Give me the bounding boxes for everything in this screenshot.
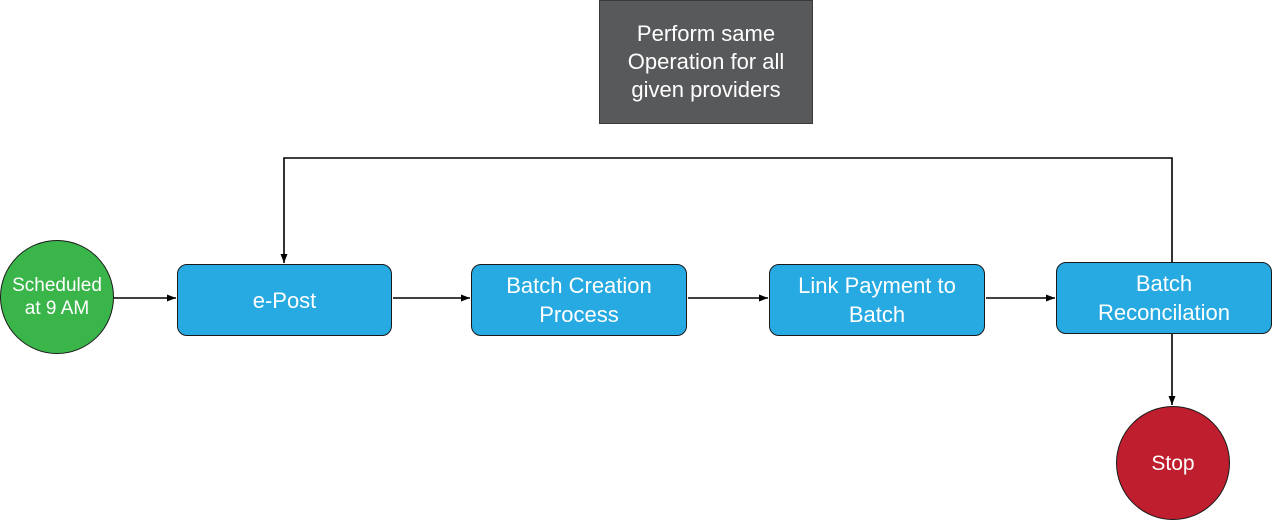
step-batch-reconciliation-label: Batch Reconcilation	[1097, 271, 1231, 325]
stop-node: Stop	[1116, 406, 1230, 520]
stop-node-label: Stop	[1151, 451, 1195, 475]
loop-note: Perform same Operation for all given pro…	[599, 0, 813, 124]
step-batch-creation-label: Batch Creation Process	[506, 273, 652, 327]
step-epost-label: e-Post	[252, 287, 317, 313]
step-epost: e-Post	[177, 264, 392, 336]
step-batch-creation: Batch Creation Process	[471, 264, 687, 336]
step-link-payment: Link Payment to Batch	[769, 264, 985, 336]
start-node-label: Scheduled at 9 AM	[12, 275, 102, 319]
step-link-payment-label: Link Payment to Batch	[798, 273, 956, 327]
loop-back-arrow	[280, 157, 1173, 263]
loop-note-text: Perform same Operation for all given pro…	[627, 21, 785, 102]
start-node: Scheduled at 9 AM	[0, 240, 114, 354]
step-batch-reconciliation: Batch Reconcilation	[1056, 262, 1272, 334]
